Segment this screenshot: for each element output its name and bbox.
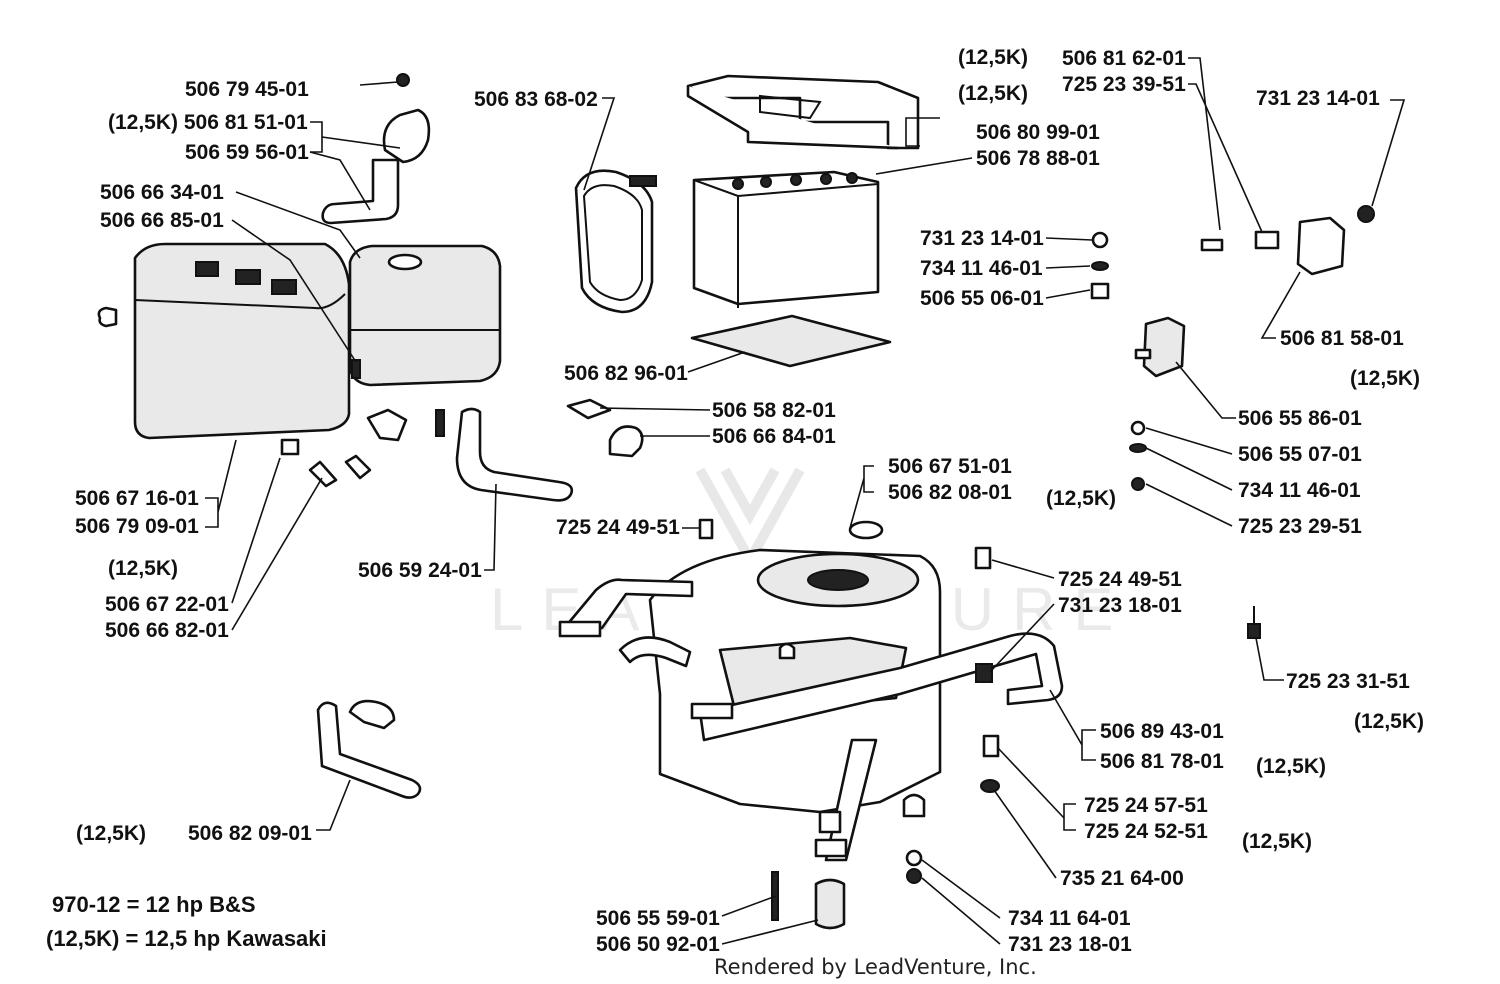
label-7252452: 725 24 52-51 — [1084, 820, 1208, 843]
engine — [648, 520, 942, 814]
label-5068296: 506 82 96-01 — [564, 362, 688, 385]
label-7312318-low: 731 23 18-01 — [1008, 933, 1132, 956]
label-125k-top2: (12,5K) — [958, 82, 1028, 105]
label-5068943: 506 89 43-01 — [1100, 720, 1224, 743]
label-125k-right3: (12,5K) — [1354, 710, 1424, 733]
label-7341164: 734 11 64-01 — [1008, 907, 1131, 930]
legend: 970-12 = 12 hp B&S (12,5K) = 12,5 hp Kaw… — [46, 892, 327, 951]
label-5068208: 506 82 08-01 — [888, 481, 1012, 504]
label-5065956: 506 59 56-01 — [185, 141, 309, 164]
label-5067888: 506 78 88-01 — [976, 147, 1100, 170]
label-7252449-right: 725 24 49-51 — [1058, 568, 1182, 591]
label-7252329: 725 23 29-51 — [1238, 515, 1362, 538]
terminal-parts — [566, 398, 644, 458]
dipstick-assembly — [321, 73, 431, 225]
label-125k-left2: (12,5K) — [76, 822, 146, 845]
label-5068158: 506 81 58-01 — [1280, 327, 1404, 350]
oil-reservoir — [348, 244, 502, 437]
leader-lines — [205, 57, 1406, 945]
legend-line-2: (12,5K) = 12,5 hp Kawasaki — [46, 926, 327, 951]
hose-bracket — [316, 699, 422, 799]
label-7312318-top: 731 23 18-01 — [1058, 594, 1182, 617]
solenoid-parts — [1090, 231, 1186, 491]
label-5068151: (12,5K) 506 81 51-01 — [108, 111, 308, 134]
label-7341146-mid: 734 11 46-01 — [920, 257, 1043, 280]
label-5067909: 506 79 09-01 — [75, 515, 199, 538]
lower-hardware — [698, 518, 1000, 930]
credit-text: Rendered by LeadVenture, Inc. — [714, 955, 1037, 979]
label-5065882: 506 58 82-01 — [712, 399, 836, 422]
label-5065507: 506 55 07-01 — [1238, 443, 1362, 466]
label-5065559: 506 55 59-01 — [596, 907, 720, 930]
label-5068099: 506 80 99-01 — [976, 121, 1100, 144]
label-7252339: 725 23 39-51 — [1062, 73, 1186, 96]
battery-pad — [690, 314, 892, 368]
label-5065924: 506 59 24-01 — [358, 559, 482, 582]
label-5066751: 506 67 51-01 — [888, 455, 1012, 478]
battery-cover — [686, 74, 920, 150]
label-5065506: 506 55 06-01 — [920, 287, 1044, 310]
label-5066685: 506 66 85-01 — [100, 209, 224, 232]
label-5065586: 506 55 86-01 — [1238, 407, 1362, 430]
label-5068162: 506 81 62-01 — [1062, 47, 1186, 70]
legend-line-1: 970-12 = 12 hp B&S — [52, 892, 256, 917]
label-5065092: 506 50 92-01 — [596, 933, 720, 956]
part-labels: 506 79 45-01 (12,5K) 506 81 51-01 506 59… — [75, 46, 1424, 956]
label-5066684: 506 66 84-01 — [712, 425, 836, 448]
label-125k-right2: (12,5K) — [1046, 487, 1116, 510]
label-125k-right5: (12,5K) — [1242, 830, 1312, 853]
label-125k-left1: (12,5K) — [108, 557, 178, 580]
label-7312314-mid: 731 23 14-01 — [920, 227, 1044, 250]
label-7312314-top: 731 23 14-01 — [1256, 87, 1380, 110]
battery — [692, 170, 880, 308]
label-125k-right1: (12,5K) — [1350, 367, 1420, 390]
label-125k-top1: (12,5K) — [958, 46, 1028, 69]
label-5066682: 506 66 82-01 — [105, 619, 229, 642]
battery-strap — [574, 169, 657, 314]
air-cleaner-cover — [97, 242, 351, 440]
label-7341146-low: 734 11 46-01 — [1238, 479, 1361, 502]
label-7352164: 735 21 64-00 — [1060, 867, 1184, 890]
label-5066634: 506 66 34-01 — [100, 181, 224, 204]
label-5068178: 506 81 78-01 — [1100, 750, 1224, 773]
label-7252331: 725 23 31-51 — [1286, 670, 1410, 693]
label-125k-right4: (12,5K) — [1256, 755, 1326, 778]
label-5068368: 506 83 68-02 — [474, 88, 598, 111]
label-5066716: 506 67 16-01 — [75, 487, 199, 510]
bolt-725233151 — [1247, 606, 1261, 639]
relay-parts — [1200, 205, 1375, 276]
label-5068209: 506 82 09-01 — [188, 822, 312, 845]
label-5066722: 506 67 22-01 — [105, 593, 229, 616]
label-7252449-left: 725 24 49-51 — [556, 516, 680, 539]
label-7252457: 725 24 57-51 — [1084, 794, 1208, 817]
label-5067945: 506 79 45-01 — [185, 78, 309, 101]
